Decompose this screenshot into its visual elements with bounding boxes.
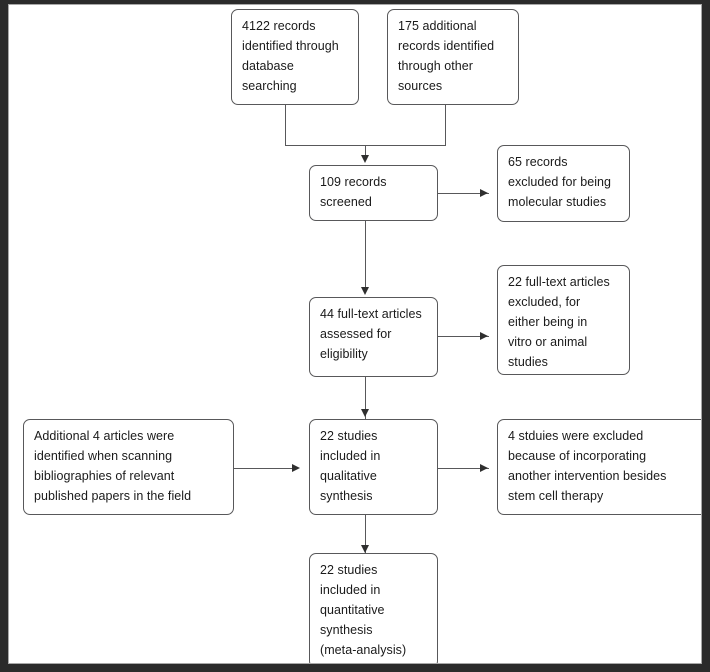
records-screened: 109 records screened [309,165,438,221]
records-identified-database: 4122 records identified through database… [231,9,359,105]
connector-fulltext-to-qualitative [365,377,366,419]
diagram-canvas: 4122 records identified through database… [9,5,701,663]
studies-qualitative-synthesis: 22 studies included in qualitative synth… [309,419,438,515]
arrow-fulltext-to-excluded-invitro [480,332,488,340]
fulltext-articles-excluded: 22 full-text articles excluded, for eith… [497,265,630,375]
studies-excluded-other-intervention: 4 stduies were excluded because of incor… [497,419,701,515]
arrow-screened-to-fulltext [361,287,369,295]
studies-quantitative-synthesis: 22 studies included in quantitative synt… [309,553,438,663]
connector-other-to-merge [445,101,446,145]
connector-qualitative-to-quantitative [365,515,366,553]
arrow-fulltext-to-qualitative [361,409,369,417]
connector-qualitative-to-excluded-intervention [429,468,489,469]
fulltext-articles-assessed: 44 full-text articles assessed for eligi… [309,297,438,377]
arrow-merge-to-screened [361,155,369,163]
connector-screened-to-excluded-molecular [429,193,489,194]
records-identified-other-sources: 175 additional records identified throug… [387,9,519,105]
arrow-qualitative-to-excluded-intervention [480,464,488,472]
connector-merge-to-screened [365,145,366,158]
arrow-screened-to-excluded-molecular [480,189,488,197]
connector-additional-to-qualitative [227,468,292,469]
connector-database-to-merge [285,101,286,145]
connector-fulltext-to-excluded-invitro [429,336,489,337]
records-excluded-molecular: 65 records excluded for being molecular … [497,145,630,222]
connector-screened-to-fulltext [365,221,366,289]
arrow-additional-to-qualitative [292,464,300,472]
arrow-qualitative-to-quantitative [361,545,369,553]
additional-articles-bibliographies: Additional 4 articles were identified wh… [23,419,234,515]
